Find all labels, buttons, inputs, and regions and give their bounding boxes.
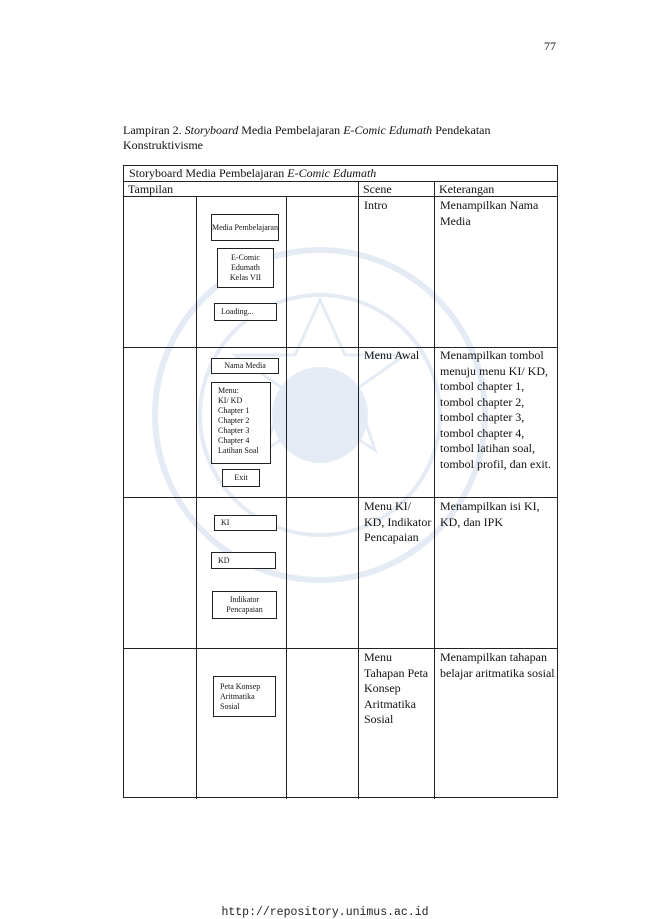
header-scene: Scene	[363, 182, 392, 196]
footer-repository-url: http://repository.unimus.ac.id	[221, 906, 429, 919]
scene-menu-awal: Menu Awal	[364, 348, 420, 362]
mock-kd-box: KD	[211, 552, 276, 569]
mock-menu-kikd: KI/ KD	[218, 396, 243, 405]
mock-peta-konsep-box: Peta Konsep Aritmatika Sosial	[213, 676, 276, 717]
mock-nama-media-box: Nama Media	[211, 358, 279, 374]
keterangan-menu-kikd: Menampilkan isi KI, KD, dan IPK	[440, 499, 540, 529]
scene-menu-kikd: Menu KI/ KD, Indikator Pencapaian	[364, 499, 432, 544]
caption-italic-title: E-Comic Edumath	[343, 123, 433, 137]
caption-mid: Media Pembelajaran	[238, 123, 344, 137]
table-title-italic: E-Comic Edumath	[287, 166, 377, 180]
keterangan-peta-konsep: Menampilkan tahapan belajar aritmatika s…	[440, 650, 555, 680]
row-separator-1	[124, 347, 557, 348]
mock-menu-chapter-3: Chapter 3	[218, 426, 250, 435]
table-header-row: Tampilan Scene Keterangan	[124, 182, 557, 197]
page-number: 77	[544, 39, 556, 53]
scene-peta-konsep: Menu Tahapan Peta Konsep Aritmatika Sosi…	[364, 650, 429, 726]
mock-ki-box: KI	[214, 515, 277, 531]
header-tampilan: Tampilan	[128, 182, 174, 196]
column-divider-keterangan	[434, 182, 435, 799]
mock-menu-chapter-2: Chapter 2	[218, 416, 250, 425]
mock-loading-box: Loading...	[214, 303, 277, 321]
row-separator-2	[124, 497, 557, 498]
mock-media-title-box: Media Pembelajaran	[211, 214, 279, 241]
scene-intro: Intro	[364, 198, 388, 212]
mockup-frame-left	[196, 197, 197, 799]
mock-indikator-box: Indikator Pencapaian	[212, 591, 277, 619]
mock-app-name-box: E-Comic Edumath Kelas VII	[217, 248, 274, 288]
mockup-frame-right	[286, 197, 287, 799]
keterangan-menu-awal: Menampilkan tombol menuju menu KI/ KD, t…	[440, 348, 551, 471]
storyboard-table: Storyboard Media Pembelajaran E-Comic Ed…	[123, 165, 558, 799]
table-title-text: Storyboard Media Pembelajaran	[129, 166, 288, 180]
keterangan-intro: Menampilkan Nama Media	[440, 198, 539, 228]
mock-menu-chapter-4: Chapter 4	[218, 436, 250, 445]
appendix-caption: Lampiran 2. Storyboard Media Pembelajara…	[123, 123, 543, 153]
row-separator-3	[124, 648, 557, 649]
mock-menu-chapter-1: Chapter 1	[218, 406, 250, 415]
mock-menu-list-box: Menu: KI/ KD Chapter 1 Chapter 2 Chapter…	[211, 382, 271, 464]
caption-prefix: Lampiran 2.	[123, 123, 185, 137]
mock-exit-box: Exit	[222, 469, 260, 487]
caption-italic-storyboard: Storyboard	[184, 123, 239, 137]
header-keterangan: Keterangan	[439, 182, 495, 196]
caption-suffix: Pendekatan Konstruktivisme	[123, 123, 491, 152]
mock-menu-heading: Menu:	[218, 386, 239, 395]
mock-menu-latihan-soal: Latihan Soal	[218, 446, 259, 455]
column-divider-scene	[358, 182, 359, 799]
table-title: Storyboard Media Pembelajaran E-Comic Ed…	[124, 166, 557, 182]
